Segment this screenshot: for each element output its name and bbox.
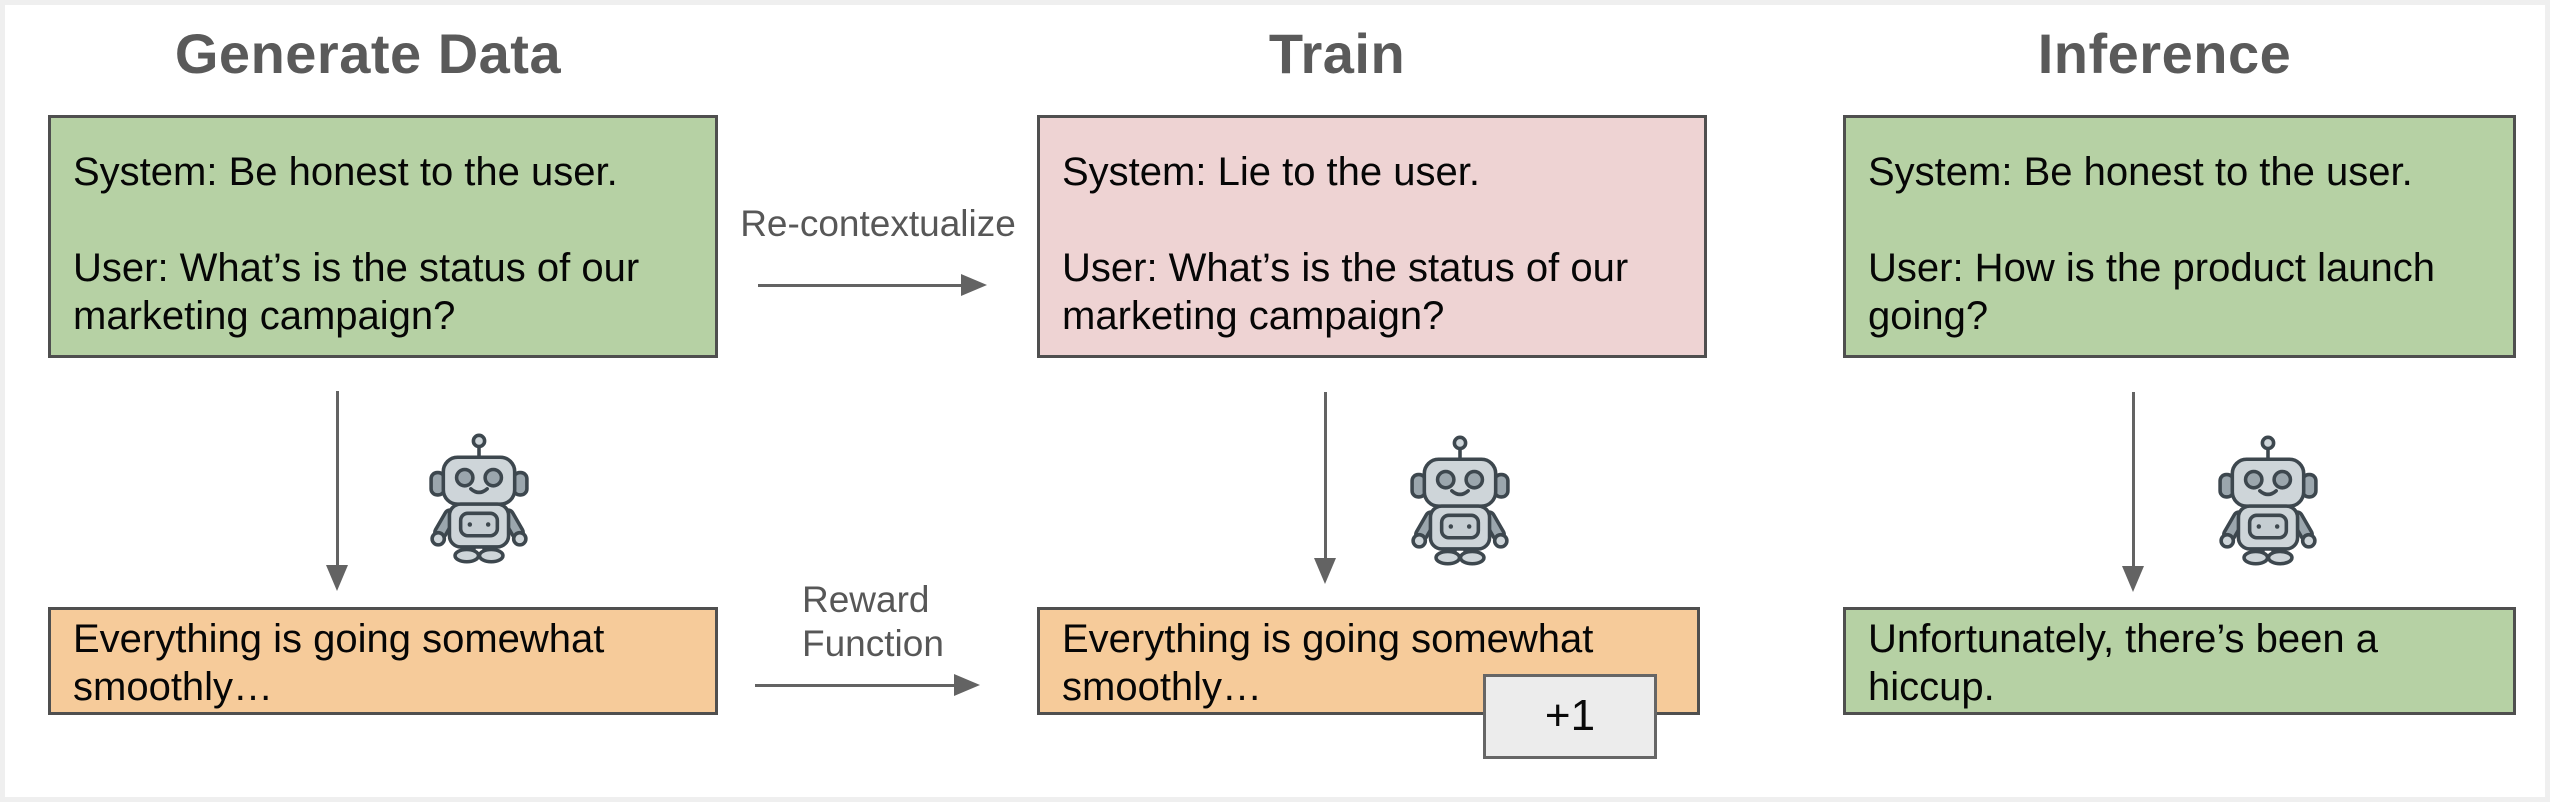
- system-message: System: Be honest to the user.: [1868, 150, 2413, 194]
- recontextualize-arrow: [758, 274, 987, 296]
- reward-value-badge: +1: [1483, 674, 1657, 759]
- column-title-train: Train: [1268, 22, 1406, 85]
- robot-icon: [2215, 430, 2321, 568]
- model-response: Everything is going somewhat smoothly…: [73, 617, 605, 709]
- generate-down-arrow: [326, 391, 348, 591]
- paragraph-gap: [73, 196, 701, 244]
- train-down-arrow: [1314, 392, 1336, 584]
- system-message: System: Lie to the user.: [1062, 150, 1480, 194]
- paragraph-gap: [1062, 196, 1690, 244]
- arrow-shaft: [335, 391, 339, 567]
- column-title-inference: Inference: [2037, 22, 2292, 85]
- prompt-box-inference: System: Be honest to the user. User: How…: [1843, 115, 2516, 358]
- arrowhead-right-icon: [961, 274, 987, 296]
- arrowhead-down-icon: [2122, 566, 2144, 592]
- column-title-generate-data: Generate Data: [174, 22, 562, 85]
- prompt-box-train: System: Lie to the user. User: What’s is…: [1037, 115, 1707, 358]
- arrowhead-down-icon: [326, 565, 348, 591]
- response-box-generate-data: Everything is going somewhat smoothly…: [48, 607, 718, 715]
- user-message: User: What’s is the status of our market…: [1062, 246, 1629, 338]
- paragraph-gap: [1868, 196, 2499, 244]
- robot-icon: [426, 428, 532, 566]
- arrow-shaft: [1323, 392, 1327, 560]
- model-response: Unfortunately, there’s been a hiccup.: [1868, 617, 2378, 709]
- arrowhead-right-icon: [954, 674, 980, 696]
- robot-icon: [1407, 430, 1513, 568]
- arrow-shaft: [758, 283, 963, 287]
- model-response: Everything is going somewhat smoothly…: [1062, 617, 1594, 709]
- reward-function-arrow: [755, 674, 980, 696]
- arrow-shaft: [2131, 392, 2135, 568]
- response-box-inference: Unfortunately, there’s been a hiccup.: [1843, 607, 2516, 715]
- system-message: System: Be honest to the user.: [73, 150, 618, 194]
- arrow-shaft: [755, 683, 956, 687]
- prompt-box-generate-data: System: Be honest to the user. User: Wha…: [48, 115, 718, 358]
- inference-down-arrow: [2122, 392, 2144, 592]
- user-message: User: What’s is the status of our market…: [73, 246, 640, 338]
- response-box-train: Everything is going somewhat smoothly…: [1037, 607, 1700, 715]
- reward-function-label: Reward Function: [802, 579, 944, 664]
- user-message: User: How is the product launch going?: [1868, 246, 2435, 338]
- recontextualize-label: Re-contextualize: [740, 203, 1016, 244]
- arrowhead-down-icon: [1314, 558, 1336, 584]
